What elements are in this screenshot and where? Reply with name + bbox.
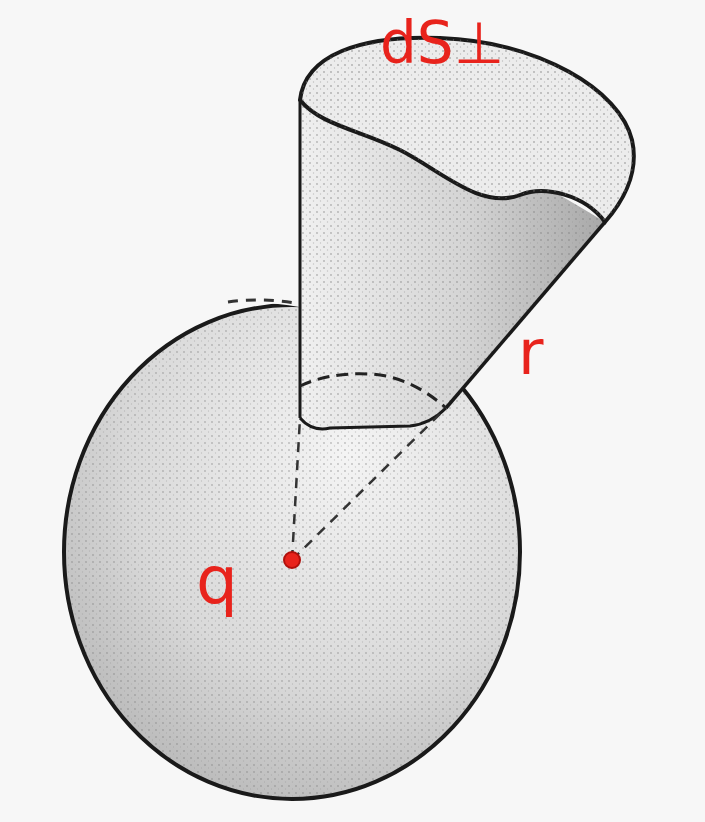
handwritten-label: q [196, 548, 238, 614]
cap-front-edge [300, 408, 446, 429]
cap-back-edge [300, 374, 446, 408]
radius-line-right [292, 408, 446, 560]
handwritten-label: r [518, 322, 544, 384]
cone-edge-left [299, 100, 302, 418]
point-charge [284, 552, 300, 568]
radius-line-left [292, 418, 300, 560]
sphere-rim-hidden [228, 300, 300, 304]
handwritten-label: dS⊥ [380, 14, 504, 72]
rim-gap [228, 300, 300, 304]
cone-edge-right [446, 222, 605, 408]
